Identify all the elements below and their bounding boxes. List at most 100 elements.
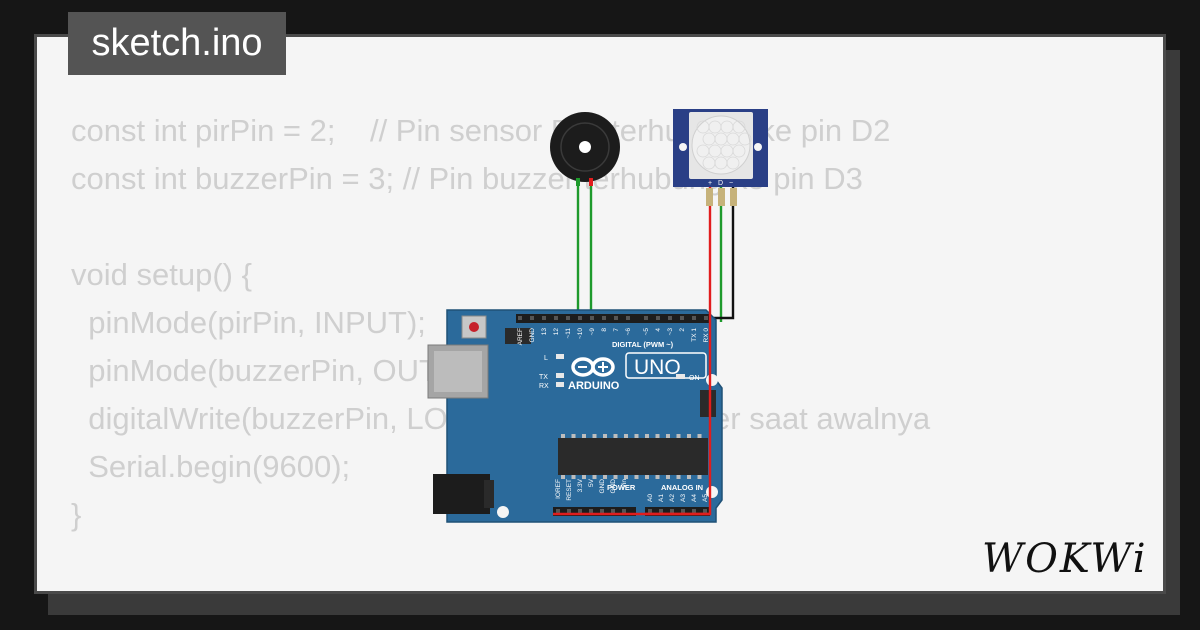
status-leds — [556, 354, 685, 387]
digital-pin-label: GND — [529, 328, 536, 343]
power-jack — [433, 474, 490, 514]
analog-pin-label: A0 — [647, 494, 654, 502]
arduino-uno-board[interactable]: UNO ARDUINO DIGITAL (PWM ~) POWER ANALOG… — [427, 309, 723, 523]
code-line: } — [71, 497, 82, 532]
header-hole — [656, 316, 660, 320]
code-line: Serial.begin(9600); — [71, 449, 351, 484]
header-hole — [554, 316, 558, 320]
power-pin-label: RESET — [566, 479, 573, 501]
chip-pin — [561, 475, 565, 479]
chip-pin — [634, 475, 639, 479]
pir-dome-facet — [732, 144, 746, 158]
chip-pin — [655, 475, 660, 479]
digital-pin-label: AREF — [517, 328, 524, 345]
code-line: void setup() { — [71, 257, 252, 292]
atmega-chip — [558, 438, 708, 475]
chip-pin — [592, 434, 597, 438]
analog-pin-label: A3 — [680, 494, 687, 502]
arduino-infinity-icon — [571, 357, 615, 377]
tx-led-label: TX — [539, 374, 548, 381]
header-hole — [578, 509, 582, 513]
analog-pin-label: A2 — [669, 494, 676, 502]
header-hole — [659, 509, 663, 513]
wokwi-logo: WOKWi — [980, 530, 1150, 582]
pir-dome-facet — [732, 120, 746, 134]
power-pin-label: GND — [610, 479, 617, 494]
header-hole — [644, 316, 648, 320]
board-model: UNO — [634, 356, 681, 379]
header-hole — [703, 509, 707, 513]
digital-pin-label: RX 0 — [703, 328, 710, 343]
digital-pin-label: ~9 — [589, 328, 596, 336]
header-hole — [668, 316, 672, 320]
header-hole — [622, 509, 626, 513]
power-pin-label: 3.3V — [577, 478, 584, 492]
header-hole — [566, 316, 570, 320]
header-hole — [518, 316, 522, 320]
header-hole — [590, 316, 594, 320]
code-line: pinMode(pirPin, INPUT); — [71, 305, 426, 340]
chip-pin — [571, 434, 576, 438]
chip-pin — [645, 475, 649, 479]
chip-pin — [613, 475, 618, 479]
chip-pin — [561, 434, 565, 438]
chip-pin — [624, 434, 628, 438]
header-hole — [611, 509, 615, 513]
chip-pin — [603, 434, 607, 438]
analog-pin-label: A4 — [691, 494, 698, 502]
digital-header — [516, 314, 710, 323]
buzzer[interactable] — [550, 112, 620, 186]
header-hole — [681, 509, 685, 513]
header-hole — [704, 316, 708, 320]
chip-pin — [666, 434, 670, 438]
power-label: POWER — [607, 483, 636, 492]
digital-pin-label: ~3 — [667, 328, 674, 336]
pir-pin-d: D — [718, 180, 723, 187]
pir-pin-minus: − — [729, 180, 733, 187]
chip-pin — [613, 434, 618, 438]
chip-pin — [687, 434, 691, 438]
chip-pin — [676, 475, 681, 479]
pir-sensor[interactable]: + D − — [673, 109, 768, 206]
header-hole — [626, 316, 630, 320]
chip-pin — [592, 475, 597, 479]
digital-pin-label: 12 — [553, 328, 560, 336]
chip-pin — [634, 434, 639, 438]
header-hole — [602, 316, 606, 320]
header-hole — [578, 316, 582, 320]
power-pin-label: IOREF — [555, 479, 562, 499]
chip-pin — [666, 475, 670, 479]
icsp-header — [505, 328, 716, 417]
rx-led-label: RX — [539, 383, 549, 390]
power-pin-label: Vin — [621, 479, 628, 489]
board-brand: ARDUINO — [568, 380, 620, 392]
analog-pin-label: A5 — [702, 494, 709, 502]
on-led-label: ON — [689, 375, 700, 382]
chip-pin — [645, 434, 649, 438]
pir-pin-plus: + — [708, 180, 712, 187]
header-hole — [589, 509, 593, 513]
header-hole — [530, 316, 534, 320]
header-hole — [542, 316, 546, 320]
header-hole — [556, 509, 560, 513]
file-tab[interactable]: sketch.ino — [68, 12, 286, 75]
file-tab-label: sketch.ino — [91, 22, 263, 64]
digital-label: DIGITAL (PWM ~) — [612, 340, 674, 349]
chip-pin — [676, 434, 681, 438]
power-header — [553, 507, 636, 516]
power-pin-label: 5V — [588, 478, 595, 487]
digital-pin-label: 8 — [601, 328, 608, 332]
digital-pin-label: 4 — [655, 328, 662, 332]
header-hole — [692, 509, 696, 513]
power-pin-label: GND — [599, 479, 606, 494]
digital-pin-label: 13 — [541, 328, 548, 336]
digital-pin-label: ~6 — [625, 328, 632, 336]
wokwi-logo-text: WOKWi — [982, 536, 1148, 580]
chip-pin — [603, 475, 607, 479]
l-led-label: L — [544, 355, 548, 362]
header-hole — [614, 316, 618, 320]
chip-pin — [571, 475, 576, 479]
digital-pin-label: ~5 — [643, 328, 650, 336]
header-hole — [648, 509, 652, 513]
